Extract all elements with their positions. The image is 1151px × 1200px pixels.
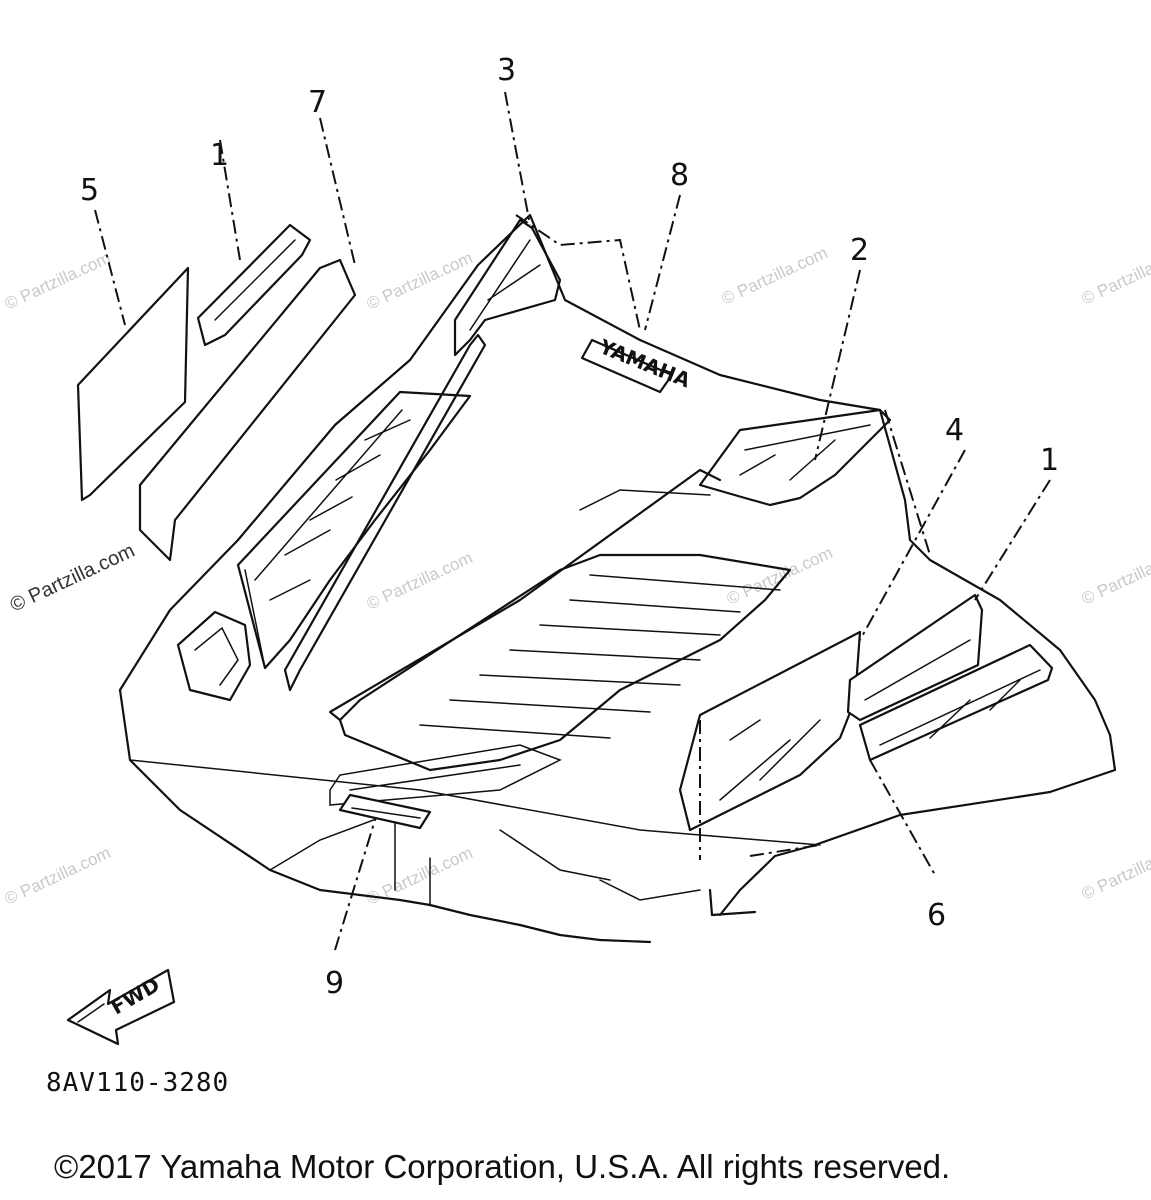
stripe-decal-2-on-hood [579, 408, 892, 511]
forward-arrow-icon: FWD [66, 968, 176, 1046]
watermark: © Partzilla.com [2, 843, 114, 909]
center-vent-panel [328, 468, 792, 806]
watermark-prominent: © Partzilla.com [7, 540, 138, 617]
callout-9: 9 [325, 966, 344, 1001]
callout-1-right: 1 [1040, 443, 1059, 478]
callout-1-left: 1 [210, 138, 229, 173]
watermark: © Partzilla.com [724, 543, 836, 609]
watermark: © Partzilla.com [364, 548, 476, 614]
decal-5 [76, 266, 190, 502]
fwd-label: FWD [107, 972, 164, 1019]
stripe-decal-7-on-hood [283, 218, 562, 692]
callout-3: 3 [497, 53, 516, 88]
callout-4: 4 [945, 413, 964, 448]
left-side-panel [176, 390, 472, 702]
right-side-decals [678, 593, 1054, 832]
callout-numbers: 3 7 1 5 8 2 4 1 6 9 [80, 53, 1059, 1001]
decal-4 [678, 630, 862, 832]
watermark: © Partzilla.com [1079, 543, 1151, 609]
decal-9-on-hood [338, 793, 432, 830]
loose-decals [76, 223, 357, 562]
callout-2: 2 [850, 233, 869, 268]
watermark: © Partzilla.com [364, 248, 476, 314]
watermark: © Partzilla.com [1079, 838, 1151, 904]
decal-1-right [846, 593, 984, 722]
callout-6: 6 [927, 898, 946, 933]
hood-outline [118, 213, 1117, 944]
drawing-code: 8AV110-3280 [46, 1068, 230, 1098]
leader-lines [94, 91, 1051, 951]
yamaha-decal-8: YAMAHA [580, 334, 694, 394]
copyright-notice: ©2017 Yamaha Motor Corporation, U.S.A. A… [54, 1148, 951, 1185]
watermark: © Partzilla.com [1079, 243, 1151, 309]
watermark: © Partzilla.com [364, 843, 476, 909]
decal-7 [138, 258, 357, 562]
callout-5: 5 [80, 173, 99, 208]
callout-8: 8 [670, 158, 689, 193]
watermark: © Partzilla.com [719, 243, 831, 309]
decal-1-left [196, 223, 312, 347]
watermark: © Partzilla.com [2, 248, 114, 314]
callout-7: 7 [308, 85, 327, 120]
